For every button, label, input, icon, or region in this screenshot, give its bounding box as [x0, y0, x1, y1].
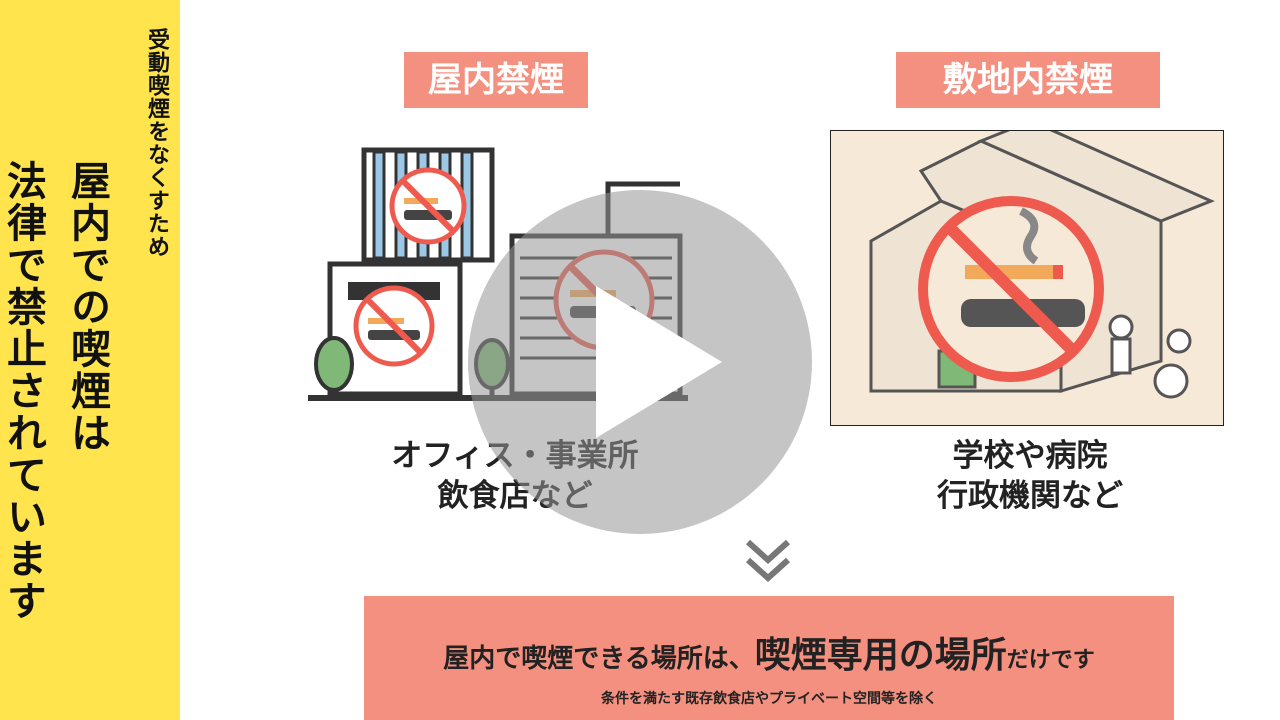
right-caption-line2: 行政機関など — [937, 478, 1123, 514]
banner-main-text: 屋内で喫煙できる場所は、喫煙専用の場所だけです — [364, 626, 1174, 678]
premises-ban-tag: 敷地内禁煙 — [896, 52, 1160, 108]
sidebar-band: 受動喫煙をなくすため 屋内での喫煙は 法律で禁止されています — [0, 0, 180, 720]
play-icon[interactable] — [468, 190, 812, 534]
banner-text-b: 喫煙専用の場所 — [754, 635, 1007, 676]
school-hospital-illustration — [830, 130, 1224, 426]
sidebar-subtitle: 受動喫煙をなくすため — [144, 28, 169, 258]
no-smoking-icon — [918, 196, 1104, 382]
banner-text-a: 屋内で喫煙できる場所は、 — [443, 644, 755, 674]
indoor-ban-tag: 屋内禁煙 — [404, 52, 588, 108]
no-smoking-icon — [353, 285, 435, 367]
banner-note: 条件を満たす既存飲食店やプライベート空間等を除く — [601, 691, 937, 707]
banner-text-c: だけです — [1006, 648, 1095, 673]
right-caption: 学校や病院 行政機関など — [890, 436, 1170, 516]
no-smoking-icon — [389, 167, 467, 245]
summary-banner: 屋内で喫煙できる場所は、喫煙専用の場所だけです 条件を満たす既存飲食店やプライベ… — [364, 596, 1174, 720]
double-chevron-down-icon — [745, 539, 791, 583]
sidebar-headline-line1: 屋内での喫煙は — [64, 160, 110, 454]
sidebar-headline-line2: 法律で禁止されています — [0, 160, 46, 622]
right-caption-line1: 学校や病院 — [952, 438, 1108, 474]
